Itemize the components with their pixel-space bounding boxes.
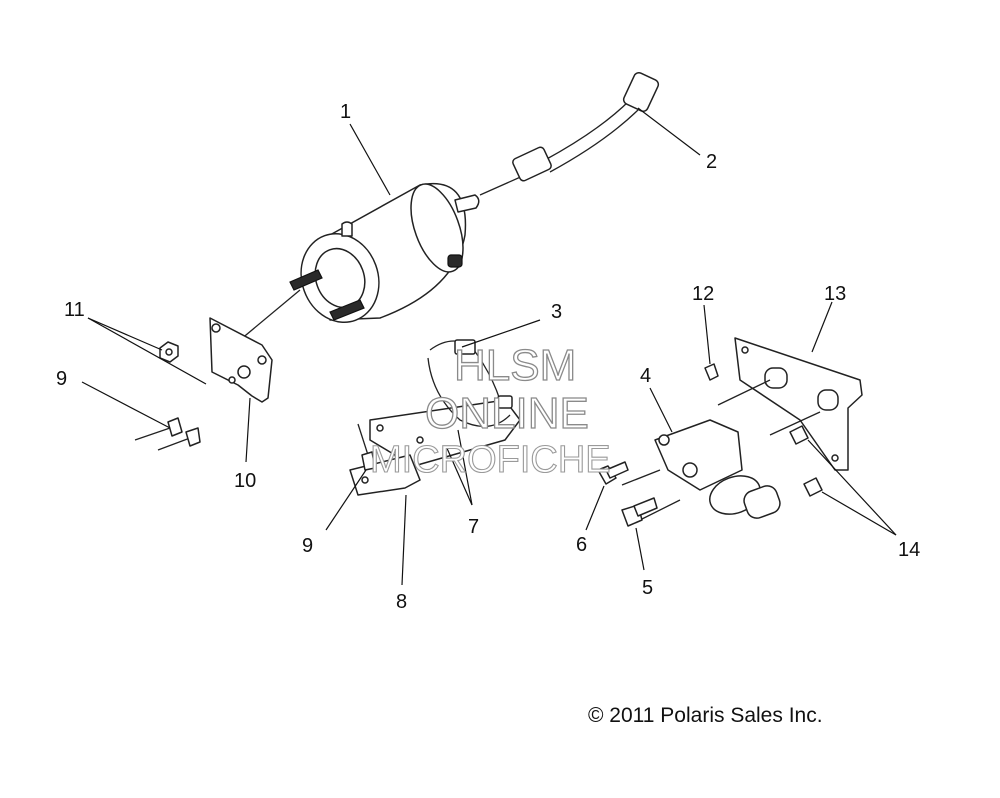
leader-lines bbox=[81, 107, 897, 586]
callout-5: 5 bbox=[642, 577, 653, 599]
screw bbox=[621, 497, 658, 527]
callout-8: 8 bbox=[396, 591, 407, 613]
wire-harness bbox=[427, 339, 513, 427]
callout-11: 11 bbox=[64, 299, 85, 321]
hex-nut bbox=[159, 341, 179, 363]
callout-12: 12 bbox=[692, 283, 714, 305]
starter-motor bbox=[289, 182, 480, 323]
motor-bracket bbox=[209, 317, 273, 403]
wire-clip bbox=[357, 423, 376, 471]
watermark-line2: ONLINE bbox=[425, 389, 589, 438]
callout-3: 3 bbox=[551, 301, 562, 323]
callout-7: 7 bbox=[468, 516, 479, 538]
callout-14: 14 bbox=[898, 539, 920, 561]
starter-drive bbox=[654, 419, 781, 519]
callout-2: 2 bbox=[706, 151, 717, 173]
starter-cable bbox=[512, 71, 660, 182]
callout-9-bracket: 9 bbox=[302, 535, 313, 557]
callout-1: 1 bbox=[340, 101, 351, 123]
callout-10: 10 bbox=[234, 470, 256, 492]
callout-6: 6 bbox=[576, 534, 587, 556]
flange-bolts bbox=[704, 363, 823, 497]
callout-4: 4 bbox=[640, 365, 651, 387]
mounting-bracket bbox=[349, 399, 521, 496]
callout-13: 13 bbox=[824, 283, 846, 305]
watermark: HLSM ONLINE MICROFICHE bbox=[369, 340, 611, 481]
rivets bbox=[134, 417, 201, 451]
callout-9-rivet: 9 bbox=[56, 368, 67, 390]
copyright-notice: © 2011 Polaris Sales Inc. bbox=[588, 704, 823, 727]
callout-labels: 1 2 3 4 5 6 7 8 9 9 10 11 12 13 14 bbox=[56, 101, 920, 613]
watermark-line1: HLSM bbox=[454, 341, 576, 390]
support-plate bbox=[734, 337, 863, 471]
bolt bbox=[597, 461, 629, 485]
watermark-line3: MICROFICHE bbox=[370, 439, 611, 481]
